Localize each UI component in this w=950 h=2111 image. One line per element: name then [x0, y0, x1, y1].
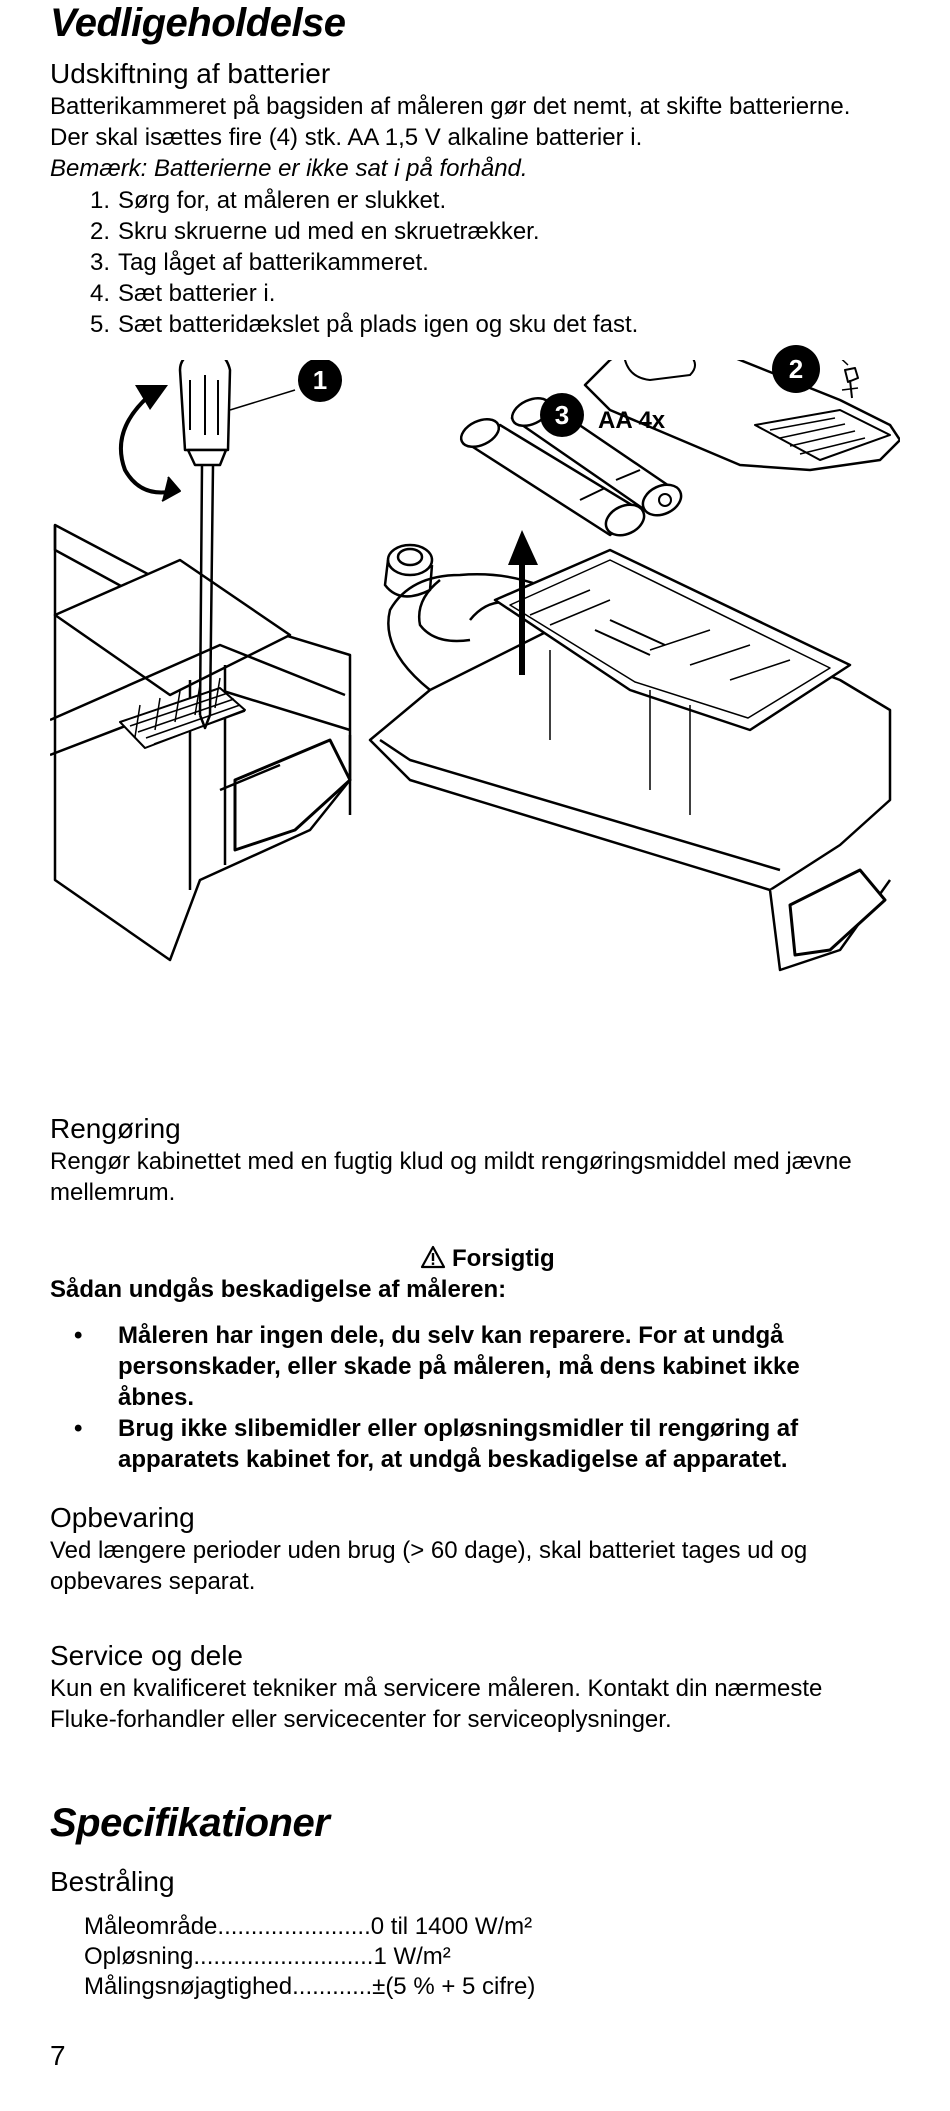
caution-label: Forsigtig	[452, 1245, 555, 1272]
page-number: 7	[50, 2040, 66, 2071]
service-text-line-1: Kun en kvalificeret tekniker må servicer…	[50, 1675, 823, 1702]
svg-text:2: 2	[789, 354, 803, 384]
list-item: 5.Sæt batteridækslet på plads igen og sk…	[89, 311, 639, 338]
storage-text-line-1: Ved længere perioder uden brug (> 60 dag…	[50, 1537, 808, 1564]
spec-row-accuracy: Målingsnøjagtighed............±(5 % + 5 …	[84, 1973, 536, 2000]
heading-battery-replacement: Udskiftning af batterier	[50, 58, 331, 89]
service-text-line-2: Fluke-forhandler eller servicecenter for…	[50, 1706, 672, 1733]
callout-3: 3	[540, 393, 584, 437]
battery-note: Bemærk: Batterierne er ikke sat i på for…	[50, 155, 528, 182]
list-item: • Måleren har ingen dele, du selv kan re…	[74, 1322, 800, 1411]
list-item: 1.Sørg for, at måleren er slukket.	[89, 187, 447, 214]
heading-cleaning: Rengøring	[50, 1113, 181, 1144]
storage-text-line-2: opbevares separat.	[50, 1568, 256, 1595]
spec-row-resolution: Opløsning...........................1 W/…	[84, 1943, 451, 1970]
warning-triangle-icon	[420, 1245, 446, 1269]
callout-1: 1	[298, 360, 342, 402]
caution-heading: Forsigtig	[420, 1243, 555, 1274]
heading-service: Service og dele	[50, 1640, 244, 1671]
callout-2: 2	[772, 345, 820, 393]
battery-text-line-1: Batterikammeret på bagsiden af måleren g…	[50, 93, 851, 120]
list-item: 2.Skru skruerne ud med en skruetrækker.	[89, 218, 540, 245]
list-item: • Brug ikke slibemidler eller opløsnings…	[74, 1415, 799, 1473]
heading-storage: Opbevaring	[50, 1502, 195, 1533]
battery-count-label: AA 4x	[598, 407, 666, 434]
battery-text-line-2: Der skal isættes fire (4) stk. AA 1,5 V …	[50, 124, 643, 151]
caution-intro: Sådan undgås beskadigelse af måleren:	[50, 1276, 507, 1303]
section-title-maintenance: Vedligeholdelse	[50, 1, 346, 45]
list-item: 3.Tag låget af batterikammeret.	[89, 249, 429, 276]
battery-steps-list: 1.Sørg for, at måleren er slukket. 2.Skr…	[84, 185, 638, 340]
caution-bullet-list: • Måleren har ingen dele, du selv kan re…	[70, 1320, 900, 1475]
battery-replacement-illustration: 1 3 AA 4x	[50, 360, 900, 972]
list-item: 4.Sæt batterier i.	[89, 280, 276, 307]
svg-text:1: 1	[313, 365, 327, 395]
cleaning-text-line-2: mellemrum.	[50, 1179, 176, 1206]
svg-text:3: 3	[555, 400, 569, 430]
section-title-specifications: Specifikationer	[50, 1801, 330, 1845]
spec-row-range: Måleområde.......................0 til 1…	[84, 1913, 533, 1940]
cleaning-text-line-1: Rengør kabinettet med en fugtig klud og …	[50, 1148, 852, 1175]
heading-irradiance: Bestråling	[50, 1866, 175, 1897]
